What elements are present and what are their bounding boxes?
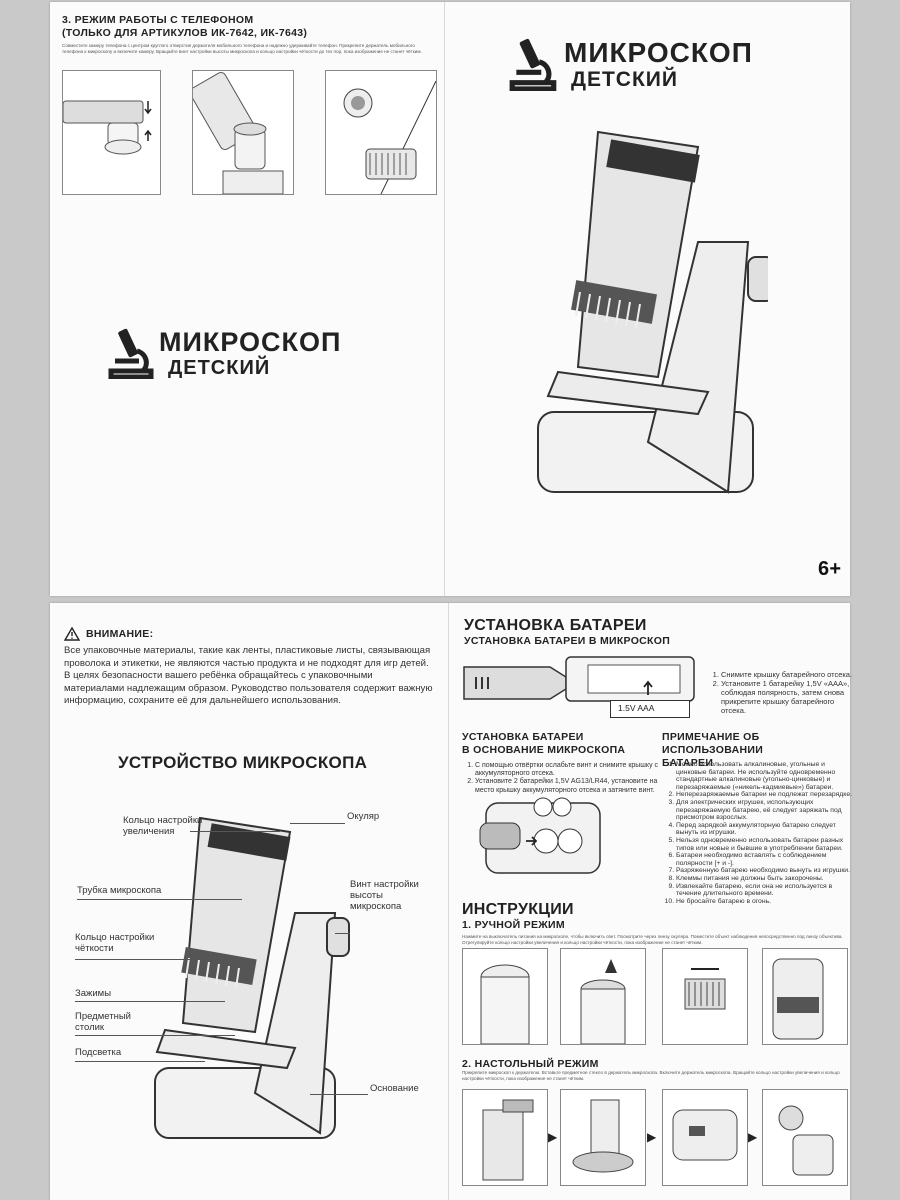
aaa-battery-label: 1.5V AAA [618,703,655,713]
age-badge: 6+ [818,558,842,580]
fold-line [448,603,449,1200]
logo-cover-subtitle: ДЕТСКИЙ [571,68,678,91]
phone-mode-figure-3 [325,70,437,195]
label-light: Подсветка [75,1047,122,1058]
leader-line [190,831,280,832]
phone-mode-title-line2: (ТОЛЬКО ДЛЯ АРТИКУЛОВ ИК-7642, ИК-7643) [62,27,308,39]
battery-note: Перед зарядкой аккумуляторную батарею сл… [676,822,856,837]
microscope-cover-illustration [537,130,768,494]
instructions-title: ИНСТРУКЦИИ [462,901,574,918]
phone-clip-illustration [63,100,152,155]
manual-step-2 [560,948,646,1045]
table-mode-text: Прикрепите микроскоп к держателю. Вставь… [462,1070,840,1081]
battery-compartment-illustration [463,656,695,702]
battery-step: Снимите крышку батарейного отсека. [721,670,856,679]
fold-line [444,2,445,596]
battery-note: Извлекайте батарею, если она не использу… [676,883,856,898]
leader-line [75,1035,235,1036]
adjust-icon [778,1105,834,1176]
holder-icon [482,1099,534,1181]
table-step-2 [560,1089,646,1186]
logo-inner-title: МИКРОСКОП [159,327,342,357]
arrow-right-icon: ▶ [748,1130,758,1144]
phone-mode-figure-1 [62,70,161,195]
arrow-right-icon: ▶ [647,1130,657,1144]
battery-notes-title: ПРИМЕЧАНИЕ ОБ ИСПОЛЬЗОВАНИИ БАТАРЕИ [662,731,850,770]
top-sheet: 3. РЕЖИМ РАБОТЫ С ТЕЛЕФОНОМ (ТОЛЬКО ДЛЯ … [50,2,850,596]
label-focus-ring: Кольцо настройки чёткости [75,932,155,954]
battery-note: Для электрических игрушек, использующих … [676,799,856,822]
battery-base-step: С помощью отвёртки ослабьте винт и сними… [475,762,665,778]
battery-title: УСТАНОВКА БАТАРЕИ [464,617,647,634]
label-zoom-ring: Кольцо настройки увеличения [123,815,203,837]
phone-attach-illustration [193,72,284,194]
microscope-logo-icon [509,38,557,91]
battery-note: Неперезаряжаемые батареи не подлежат пер… [676,791,856,799]
switch-icon [672,1109,738,1161]
warning-text: Все упаковочные материалы, такие как лен… [64,645,433,707]
battery-note: Батареи необходимо вставлять с соблюдени… [676,852,856,867]
warning-title: ВНИМАНИЕ: [86,628,154,640]
battery-note: Не бросайте батарею в огонь. [676,898,856,906]
leader-line [290,823,345,824]
zoom-ring-icon [684,968,726,1010]
bottom-sheet: ВНИМАНИЕ: Все упаковочные материалы, так… [50,603,852,1200]
battery-notes-list: Можно использовать алкалиновые, угольные… [662,761,856,905]
label-eyepiece: Окуляр [347,811,380,822]
battery-notes-title-line2: БАТАРЕИ [662,757,714,769]
focus-illustration [343,80,436,194]
microscope-logo-icon [108,328,154,379]
battery-note: Разряженную батарею необходимо вынуть из… [676,867,856,875]
battery-base-title: УСТАНОВКА БАТАРЕИ В ОСНОВАНИЕ МИКРОСКОПА [462,731,625,757]
leader-line [75,959,245,960]
aaa-battery: 1.5V AAA [610,700,690,718]
arrow-right-icon: ▶ [548,1130,558,1144]
table-step-1 [462,1089,548,1186]
table-mode-title: 2. НАСТОЛЬНЫЙ РЕЖИМ [462,1058,599,1070]
battery-notes-title-line1: ПРИМЕЧАНИЕ ОБ ИСПОЛЬЗОВАНИИ [662,731,764,756]
battery-subtitle: УСТАНОВКА БАТАРЕИ В МИКРОСКОП [464,635,671,647]
phone-mode-text: Совместите камеру телефона с центром кру… [62,43,422,54]
button-cells-illustration [479,797,601,874]
battery-note: Можно использовать алкалиновые, угольные… [676,761,856,791]
leader-line [75,1001,225,1002]
logo-inner-subtitle: ДЕТСКИЙ [168,357,271,379]
leader-line [335,933,350,934]
slide-icon [572,1099,634,1173]
battery-note: Клеммы питания не должны быть закорочены… [676,875,856,883]
label-clips: Зажимы [75,988,112,999]
leader-line [75,1061,205,1062]
leader-line [310,1094,368,1095]
label-base: Основание [370,1083,419,1094]
manual-step-1 [462,948,548,1045]
battery-base-step: Установите 2 батарейки 1,5V AG13/LR44, у… [475,778,665,794]
manual-step-3 [662,948,748,1045]
warning-icon [63,626,81,641]
microscope-diagram [154,816,350,1139]
label-tube: Трубка микроскопа [77,885,162,896]
battery-base-title-line1: УСТАНОВКА БАТАРЕИ [462,731,584,743]
leader-line [77,899,242,900]
battery-base-steps: С помощью отвёртки ослабьте винт и сними… [464,762,665,795]
device-title: УСТРОЙСТВО МИКРОСКОПА [118,753,368,772]
manual-step-4 [762,948,848,1045]
battery-note: Нельзя одновременно использовать батареи… [676,837,856,852]
table-step-3 [662,1089,748,1186]
focus-ring-icon [772,958,824,1040]
battery-steps: Снимите крышку батарейного отсека. Устан… [710,670,856,715]
logo-cover-title: МИКРОСКОП [564,37,753,68]
label-stage: Предметный столик [75,1011,131,1033]
eyepiece-icon [480,964,530,1044]
battery-base-title-line2: В ОСНОВАНИЕ МИКРОСКОПА [462,744,626,756]
manual-mode-text: Нажмите на выключатель питания на микрос… [462,934,843,945]
phone-mode-title-line1: 3. РЕЖИМ РАБОТЫ С ТЕЛЕФОНОМ [62,14,254,26]
battery-step: Установите 1 батарейку 1,5V «AAA», соблю… [721,679,856,715]
manual-mode-title: 1. РУЧНОЙ РЕЖИМ [462,919,565,931]
label-height-screw: Винт настройки высоты микроскопа [350,879,419,912]
table-step-4 [762,1089,848,1186]
phone-mode-figure-2 [192,70,294,195]
phone-mode-title: 3. РЕЖИМ РАБОТЫ С ТЕЛЕФОНОМ (ТОЛЬКО ДЛЯ … [62,14,307,40]
light-icon [580,959,626,1044]
